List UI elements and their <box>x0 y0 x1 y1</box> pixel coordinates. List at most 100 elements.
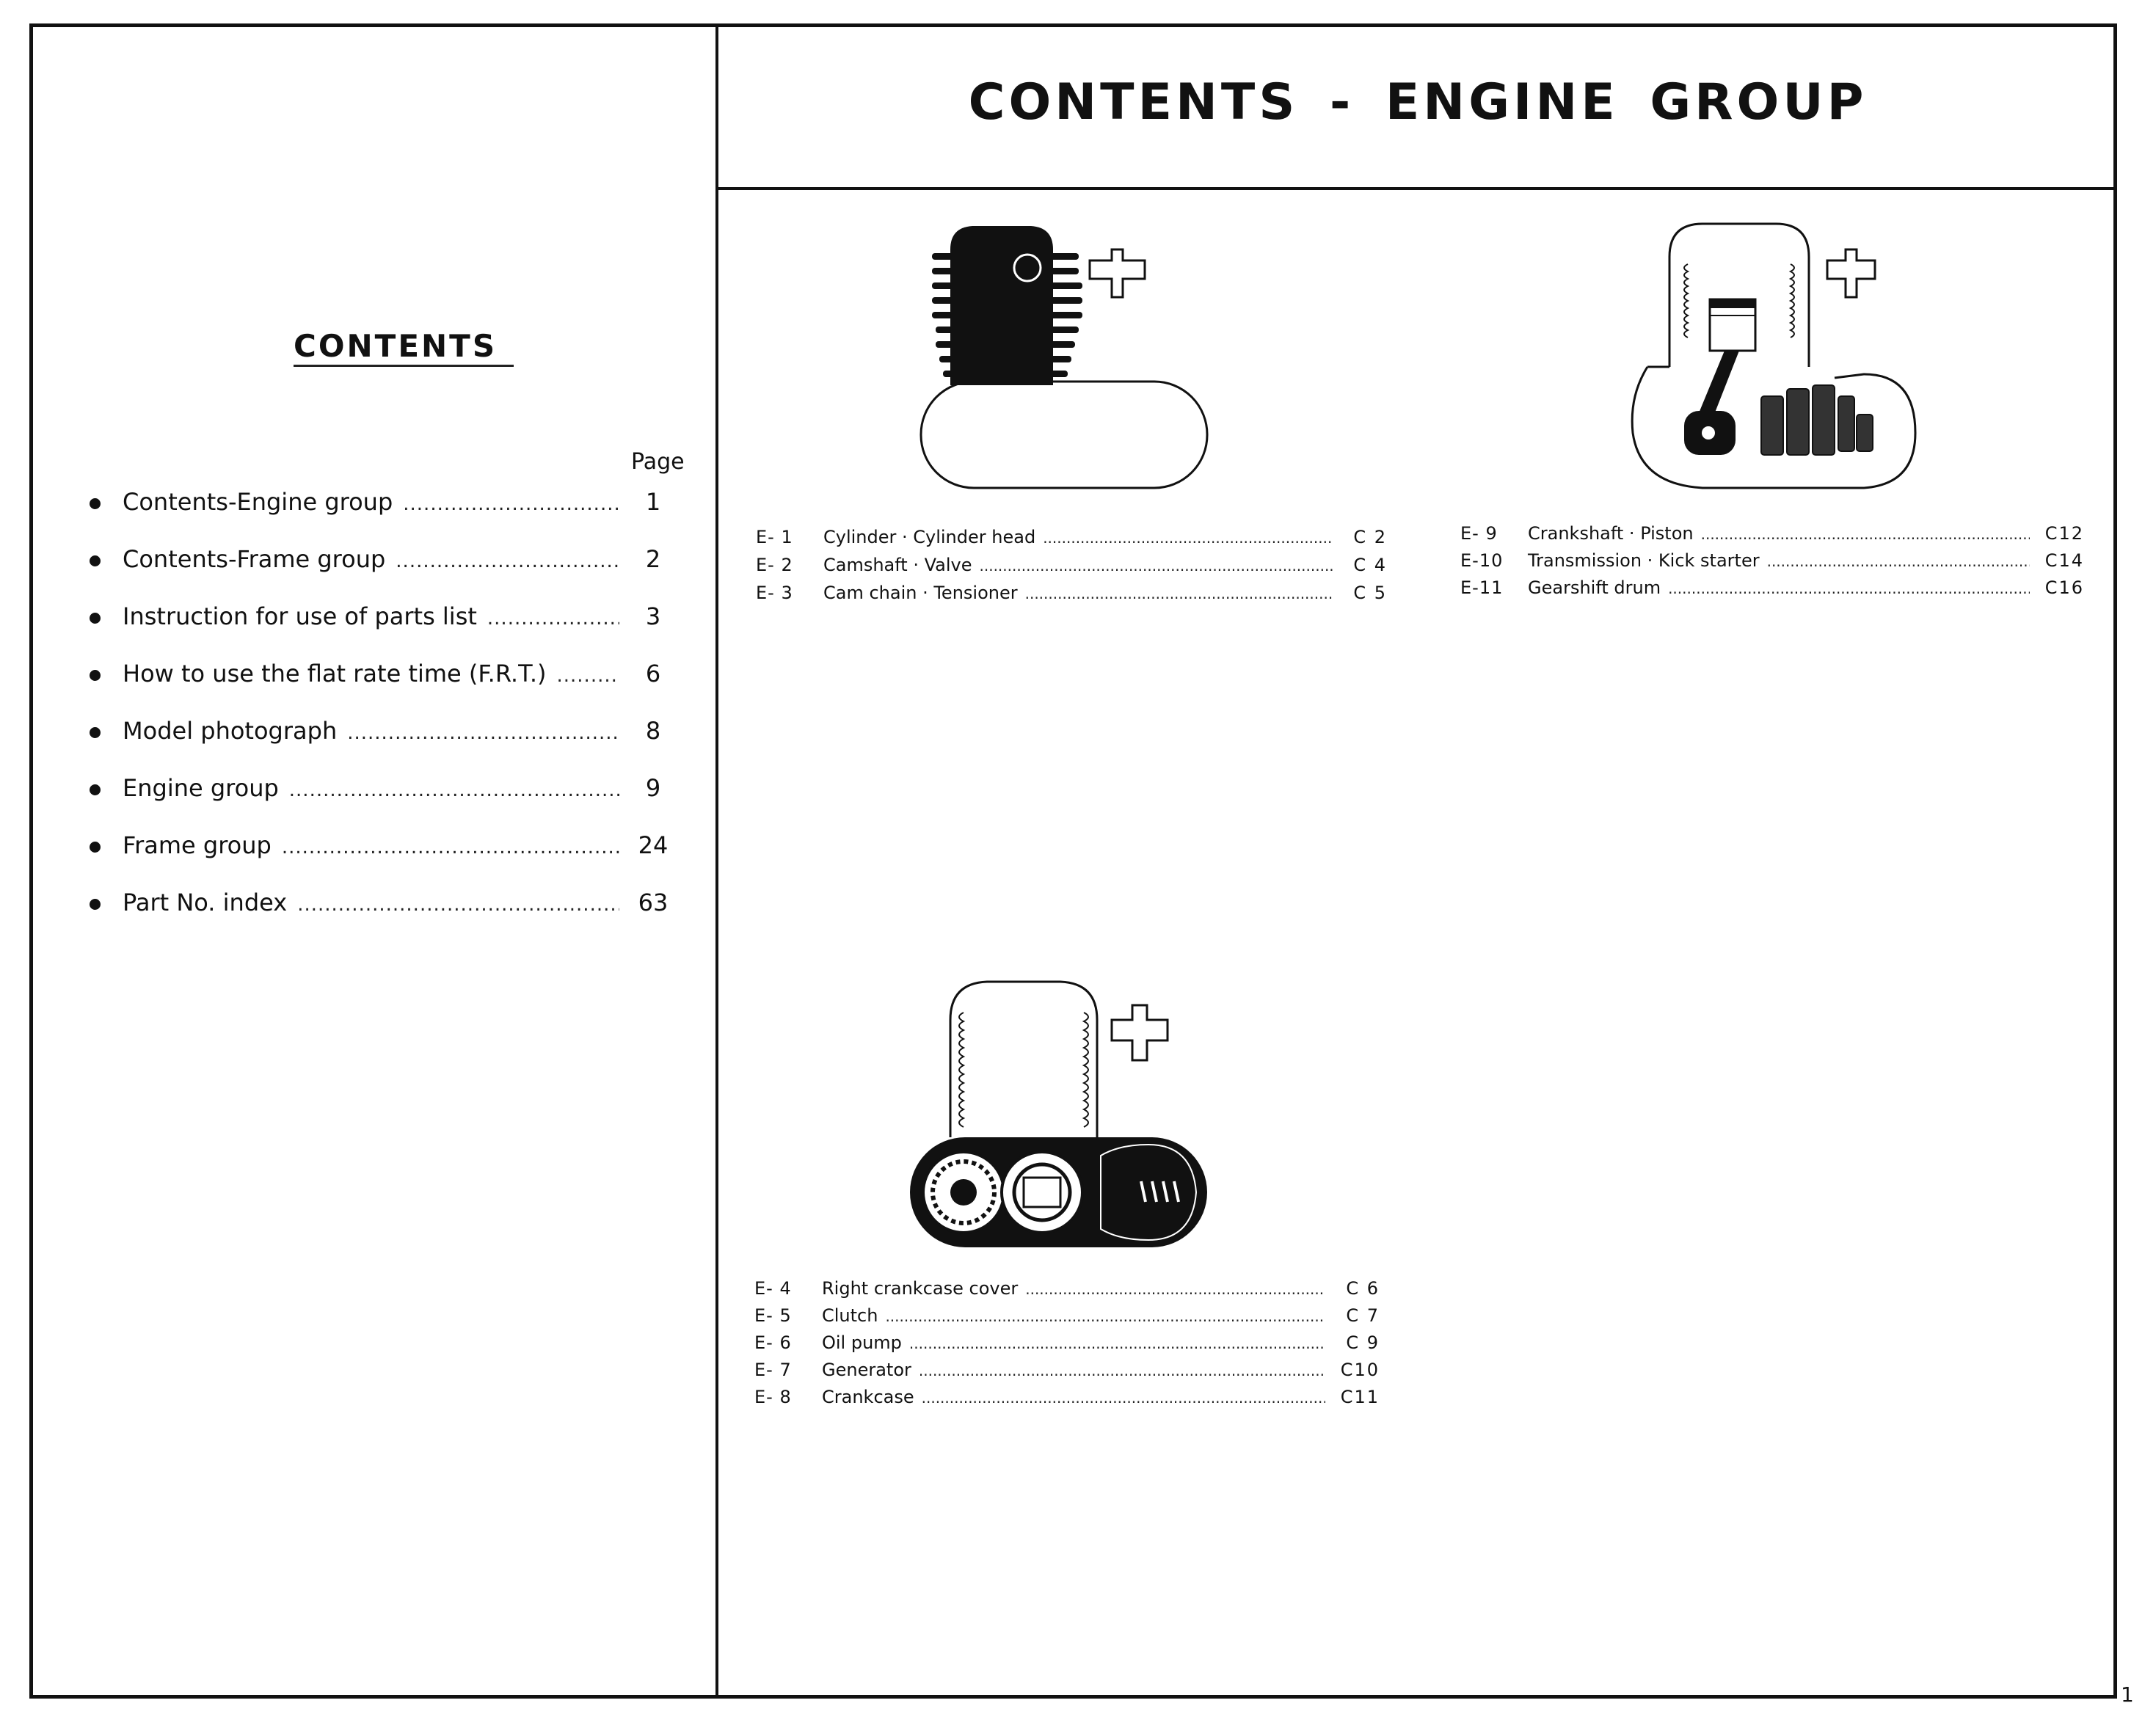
item-code: E- 3 <box>756 583 793 603</box>
item-code: E- 8 <box>754 1387 792 1407</box>
leader-dots <box>1043 529 1333 547</box>
toc-item-label: Contents-Frame group <box>123 545 386 573</box>
item-page: C16 <box>2044 577 2084 598</box>
item-code: E- 7 <box>754 1360 792 1380</box>
item-page: C12 <box>2044 523 2084 544</box>
leader-dots <box>557 665 620 687</box>
leader-dots <box>289 779 619 801</box>
leader-dots <box>885 1308 1325 1325</box>
title-rule <box>718 187 2117 190</box>
bullet-icon <box>90 613 101 624</box>
item-page: C 7 <box>1346 1305 1380 1326</box>
item-page: C 2 <box>1353 527 1387 547</box>
toc-item-page: 9 <box>645 774 661 802</box>
list-item[interactable]: E- 5 Clutch C 7 <box>754 1305 1380 1330</box>
item-label: Right crankcase cover <box>822 1278 1019 1299</box>
toc-item-label: Frame group <box>123 831 272 859</box>
leader-dots <box>1025 1280 1325 1298</box>
toc-item-page: 8 <box>645 717 661 745</box>
toc-item-model-photograph[interactable]: Model photograph 8 <box>90 717 677 749</box>
leader-dots <box>1767 552 2030 570</box>
toc-item-contents-engine-group[interactable]: Contents-Engine group 1 <box>90 488 677 520</box>
toc-item-engine-group[interactable]: Engine group 9 <box>90 774 677 806</box>
leader-dots <box>1668 580 2030 597</box>
list-item[interactable]: E- 9 Crankshaft · Piston C12 <box>1460 523 2084 548</box>
leader-dots <box>347 722 619 744</box>
leader-dots <box>297 894 619 916</box>
contents-heading-underline <box>294 365 514 367</box>
toc-item-label: Part No. index <box>123 889 288 916</box>
leader-dots <box>909 1335 1325 1352</box>
crankcase-cover-illustration <box>910 980 1207 1247</box>
toc-item-label: Engine group <box>123 774 279 802</box>
leader-dots <box>1025 585 1333 602</box>
column-divider <box>715 23 718 1699</box>
toc-item-frame-group[interactable]: Frame group24 <box>90 831 677 864</box>
toc-item-page: 6 <box>645 660 661 688</box>
toc-item-label: Contents-Engine group <box>123 488 393 516</box>
list-item[interactable]: E- 4 Right crankcase cover C 6 <box>754 1278 1380 1303</box>
bullet-icon <box>90 899 101 910</box>
item-code: E- 9 <box>1460 523 1498 544</box>
page-frame <box>29 23 2117 1699</box>
page-title: CONTENTS - ENGINE GROUP <box>968 73 1868 131</box>
item-code: E- 2 <box>756 555 793 575</box>
bullet-icon <box>90 784 101 795</box>
bullet-icon <box>90 842 101 853</box>
leader-dots <box>980 557 1333 575</box>
leader-dots <box>403 493 619 515</box>
item-label: Clutch <box>822 1305 878 1326</box>
list-item[interactable]: E- 2 Camshaft · Valve C 4 <box>756 555 1387 580</box>
item-code: E- 1 <box>756 527 793 547</box>
item-label: Crankshaft · Piston <box>1528 523 1694 544</box>
item-code: E- 4 <box>754 1278 792 1299</box>
toc-item-instruction[interactable]: Instruction for use of parts list 3 <box>90 602 677 635</box>
list-item[interactable]: E- 3 Cam chain · Tensioner C 5 <box>756 583 1387 608</box>
bullet-icon <box>90 555 101 566</box>
item-label: Gearshift drum <box>1528 577 1661 598</box>
leader-dots <box>487 608 619 630</box>
toc-item-contents-frame-group[interactable]: Contents-Frame group 2 <box>90 545 677 577</box>
item-label: Oil pump <box>822 1332 902 1353</box>
item-label: Cam chain · Tensioner <box>823 583 1018 603</box>
item-label: Cylinder · Cylinder head <box>823 527 1036 547</box>
item-page: C10 <box>1340 1360 1380 1380</box>
toc-item-label: Instruction for use of parts list <box>123 602 477 630</box>
page-number: 1 <box>2121 1682 2134 1707</box>
list-item[interactable]: E- 8 Crankcase C11 <box>754 1387 1380 1412</box>
bullet-icon <box>90 498 101 509</box>
list-item[interactable]: E-11 Gearshift drum C16 <box>1460 577 2084 602</box>
item-label: Generator <box>822 1360 911 1380</box>
item-page: C 4 <box>1353 555 1387 575</box>
toc-item-page: 3 <box>645 602 661 630</box>
toc-item-flat-rate-time[interactable]: How to use the flat rate time (F.R.T.) 6 <box>90 660 677 692</box>
list-item[interactable]: E-10 Transmission · Kick starter C14 <box>1460 550 2084 575</box>
item-page: C 9 <box>1346 1332 1380 1353</box>
item-page: C 5 <box>1353 583 1387 603</box>
leader-dots <box>1701 525 2030 543</box>
bullet-icon <box>90 727 101 738</box>
leader-dots <box>396 550 619 572</box>
leader-dots <box>922 1389 1325 1407</box>
list-item[interactable]: E- 7 Generator C10 <box>754 1360 1380 1385</box>
leader-dots <box>282 836 619 858</box>
item-code: E- 6 <box>754 1332 792 1353</box>
leader-dots <box>919 1362 1325 1379</box>
toc-item-part-no-index[interactable]: Part No. index 63 <box>90 889 677 921</box>
item-page: C 6 <box>1346 1278 1380 1299</box>
list-item[interactable]: E- 1 Cylinder · Cylinder head C 2 <box>756 527 1387 552</box>
item-page: C14 <box>2044 550 2084 571</box>
toc-item-label: Model photograph <box>123 717 338 745</box>
list-item[interactable]: E- 6 Oil pump C 9 <box>754 1332 1380 1357</box>
cylinder-head-illustration <box>919 226 1209 489</box>
item-code: E-10 <box>1460 550 1504 571</box>
toc-item-page: 63 <box>638 889 669 916</box>
toc-item-label: How to use the flat rate time (F.R.T.) <box>123 660 547 688</box>
item-label: Crankcase <box>822 1387 914 1407</box>
item-label: Camshaft · Valve <box>823 555 972 575</box>
toc-item-page: 1 <box>645 488 661 516</box>
item-label: Transmission · Kick starter <box>1528 550 1760 571</box>
contents-heading: CONTENTS <box>294 328 498 364</box>
item-code: E- 5 <box>754 1305 792 1326</box>
toc-item-page: 2 <box>645 545 661 573</box>
